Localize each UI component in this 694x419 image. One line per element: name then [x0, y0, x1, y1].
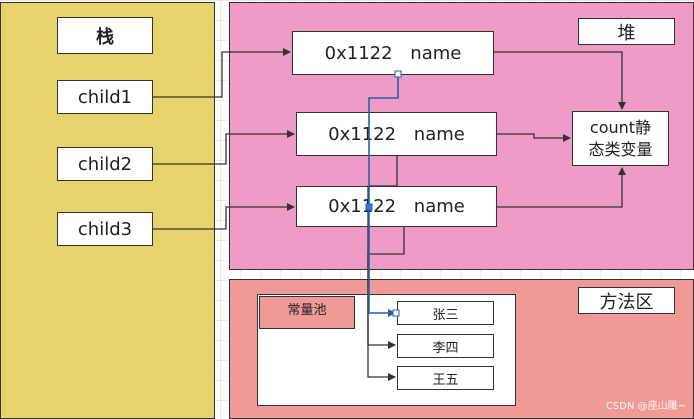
connector-handle-start[interactable]	[394, 70, 402, 78]
string-zhangsan[interactable]: 张三	[397, 301, 494, 325]
static-variable-box[interactable]: count静 态类变量	[572, 111, 669, 166]
arrow-object2-lisi	[367, 156, 398, 349]
method-area-title[interactable]: 方法区	[578, 287, 675, 314]
stack-child-2[interactable]: child2	[57, 147, 153, 181]
stack-region	[0, 2, 215, 419]
stack-child-1[interactable]: child1	[57, 80, 153, 114]
string-wangwu[interactable]: 王五	[397, 366, 494, 390]
connector-handle-mid[interactable]	[365, 203, 373, 211]
arrow-child1-object1	[153, 48, 291, 98]
arrow-child2-object2	[153, 130, 295, 165]
arrow-object2-static	[497, 133, 571, 142]
constant-pool-title[interactable]: 常量池	[259, 296, 355, 329]
connector-handle-end[interactable]	[392, 309, 400, 317]
heap-title[interactable]: 堆	[578, 18, 675, 45]
stack-child-3[interactable]: child3	[57, 212, 153, 246]
heap-object-2[interactable]: 0x1122 name	[296, 112, 497, 156]
stack-title[interactable]: 栈	[57, 17, 153, 54]
string-lisi[interactable]: 李四	[397, 334, 494, 358]
arrow-child3-object3	[153, 203, 295, 230]
heap-object-1[interactable]: 0x1122 name	[292, 31, 494, 75]
arrow-object1-zhangsan[interactable]	[368, 74, 399, 317]
arrow-object1-static	[494, 51, 626, 110]
watermark: CSDN @座山雕~	[605, 401, 686, 412]
heap-object-3[interactable]: 0x1122 name	[296, 186, 497, 227]
arrow-object3-wangwu	[367, 227, 405, 381]
arrow-object3-static	[497, 167, 626, 208]
